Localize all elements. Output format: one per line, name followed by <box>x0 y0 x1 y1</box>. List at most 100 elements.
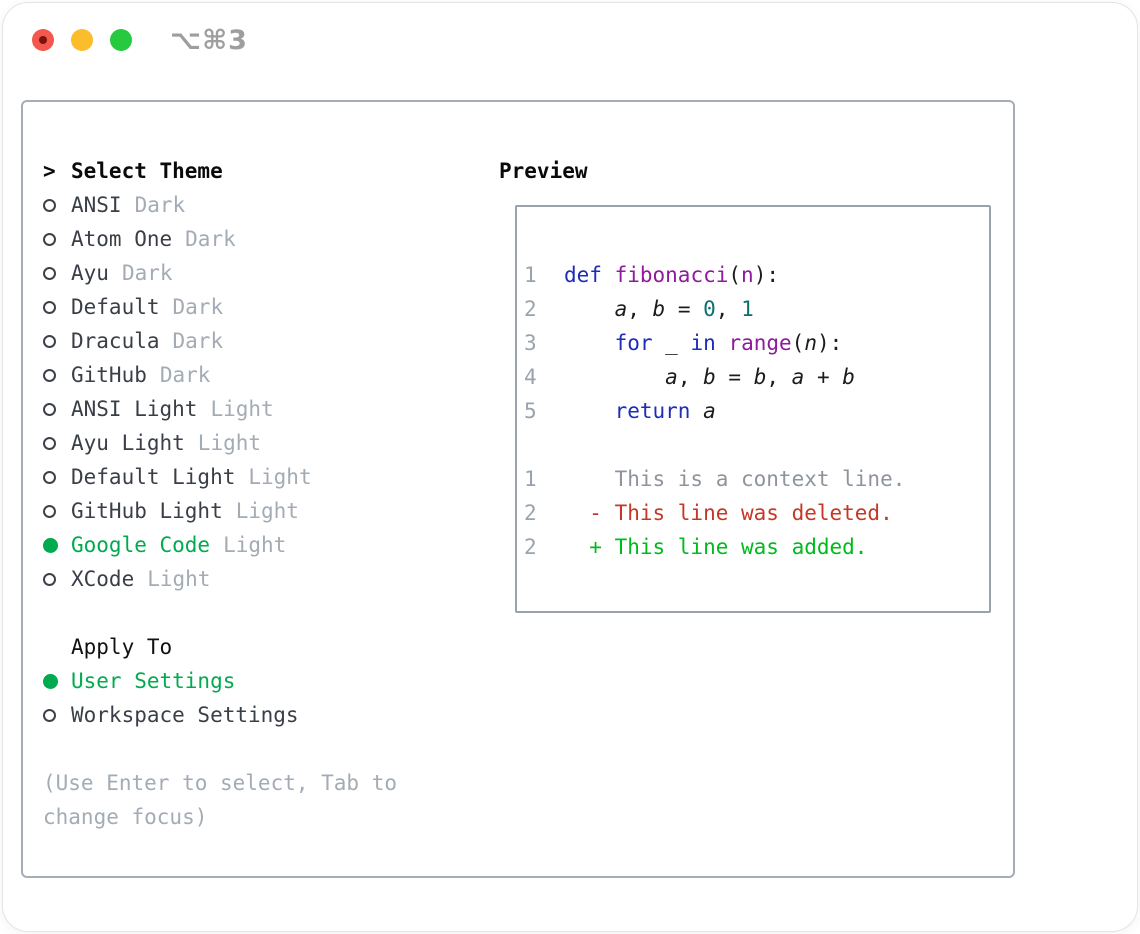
code-token-pl <box>564 365 665 389</box>
code-line <box>524 224 989 258</box>
radio-unselected-icon <box>43 334 56 348</box>
select-theme-title: Select Theme <box>71 159 223 183</box>
cursor-chevron-icon: > <box>43 159 56 183</box>
theme-variant-tag: Light <box>248 465 312 489</box>
line-number: 1 <box>524 467 537 491</box>
code-token-pl: = <box>715 365 754 389</box>
theme-option-ansi-light[interactable]: ANSI Light Light <box>43 392 493 426</box>
radio-unselected-icon <box>43 708 56 722</box>
theme-name: Dracula <box>71 329 160 353</box>
theme-option-ayu-light[interactable]: Ayu Light Light <box>43 426 493 460</box>
minimize-button[interactable] <box>71 29 93 51</box>
theme-name: ANSI Light <box>71 397 198 421</box>
code-token-var: b <box>842 365 855 389</box>
code-token-pl: ): <box>816 331 843 355</box>
theme-option-atom-one[interactable]: Atom One Dark <box>43 222 493 256</box>
help-text: (Use Enter to select, Tab to change focu… <box>43 771 398 829</box>
code-token-var: b <box>703 365 716 389</box>
theme-name: GitHub Light <box>71 499 223 523</box>
preview-title: Preview <box>499 159 588 183</box>
code-token-pl: , <box>766 365 792 389</box>
theme-variant-tag: Light <box>197 431 262 455</box>
close-dot-icon <box>39 36 47 44</box>
theme-name: Default <box>71 295 160 319</box>
radio-unselected-icon <box>43 470 56 484</box>
theme-name: Atom One <box>71 227 173 251</box>
close-button[interactable] <box>32 29 54 51</box>
line-number: 2 <box>524 297 537 321</box>
theme-name: Default Light <box>71 465 236 489</box>
code-token-pl <box>716 331 729 355</box>
theme-variant-tag: Dark <box>159 363 211 387</box>
code-token-pl <box>678 331 691 355</box>
code-token-pl: , <box>627 297 653 321</box>
code-token-pl <box>564 331 615 355</box>
apply-option-workspace-settings[interactable]: Workspace Settings <box>43 698 493 732</box>
code-token-fn: range <box>728 331 792 355</box>
theme-variant-tag: Light <box>210 397 274 421</box>
code-token-kw: in <box>690 331 716 355</box>
radio-unselected-icon <box>43 436 56 450</box>
maximize-button[interactable] <box>110 29 132 51</box>
code-token-kw: for <box>614 331 653 355</box>
code-token-pl: + <box>804 365 843 389</box>
radio-unselected-icon <box>43 402 56 416</box>
theme-variant-tag: Light <box>223 533 287 557</box>
theme-variant-tag: Dark <box>185 227 236 251</box>
code-token-pl: , <box>677 365 704 389</box>
apply-to-header: Apply To <box>43 630 493 664</box>
radio-unselected-icon <box>43 300 56 314</box>
theme-option-google-code[interactable]: Google Code Light <box>43 528 493 562</box>
apply-option-user-settings[interactable]: User Settings <box>43 664 493 698</box>
code-token-fn: fibonacci <box>614 263 729 287</box>
theme-name: Google Code <box>71 533 211 557</box>
radio-selected-icon <box>43 673 58 689</box>
code-token-fn: n <box>741 263 754 287</box>
code-token-pl <box>602 263 615 287</box>
theme-option-github-light[interactable]: GitHub Light Light <box>43 494 493 528</box>
theme-variant-tag: Light <box>147 567 211 591</box>
theme-name: Ayu Light <box>71 431 185 455</box>
code-token-num: 0 <box>703 297 716 321</box>
line-number: 2 <box>524 501 537 525</box>
code-token-pl: ( <box>791 331 805 355</box>
spacer <box>43 732 493 766</box>
theme-name: GitHub <box>71 363 147 387</box>
theme-option-github[interactable]: GitHub Dark <box>43 358 493 392</box>
radio-unselected-icon <box>43 504 56 518</box>
code-line: 4 a, b = b, a + b <box>524 360 989 394</box>
theme-option-default-light[interactable]: Default Light Light <box>43 460 493 494</box>
code-token-var: _ <box>665 331 678 355</box>
titlebar: ⌥⌘3 <box>3 3 1137 77</box>
radio-unselected-icon <box>43 232 56 246</box>
code-token-var: a <box>703 399 716 423</box>
spacer <box>43 596 493 630</box>
code-token-add: + This line was added. <box>564 535 868 559</box>
code-token-var: a <box>791 365 805 389</box>
code-line: 2 + This line was added. <box>524 530 989 564</box>
apply-option-label: User Settings <box>71 669 236 693</box>
code-token-var: a <box>614 297 628 321</box>
theme-variant-tag: Light <box>235 499 299 523</box>
code-token-ctx: This is a context line. <box>564 467 906 491</box>
radio-unselected-icon <box>43 368 56 382</box>
code-token-num: 1 <box>741 297 754 321</box>
radio-unselected-icon <box>43 572 56 586</box>
code-token-var: b <box>652 297 666 321</box>
code-token-pl <box>653 331 666 355</box>
line-number: 2 <box>524 535 537 559</box>
code-token-del: - This line was deleted. <box>564 501 893 525</box>
code-token-kw: def <box>564 263 602 287</box>
code-token-var: b <box>753 365 767 389</box>
